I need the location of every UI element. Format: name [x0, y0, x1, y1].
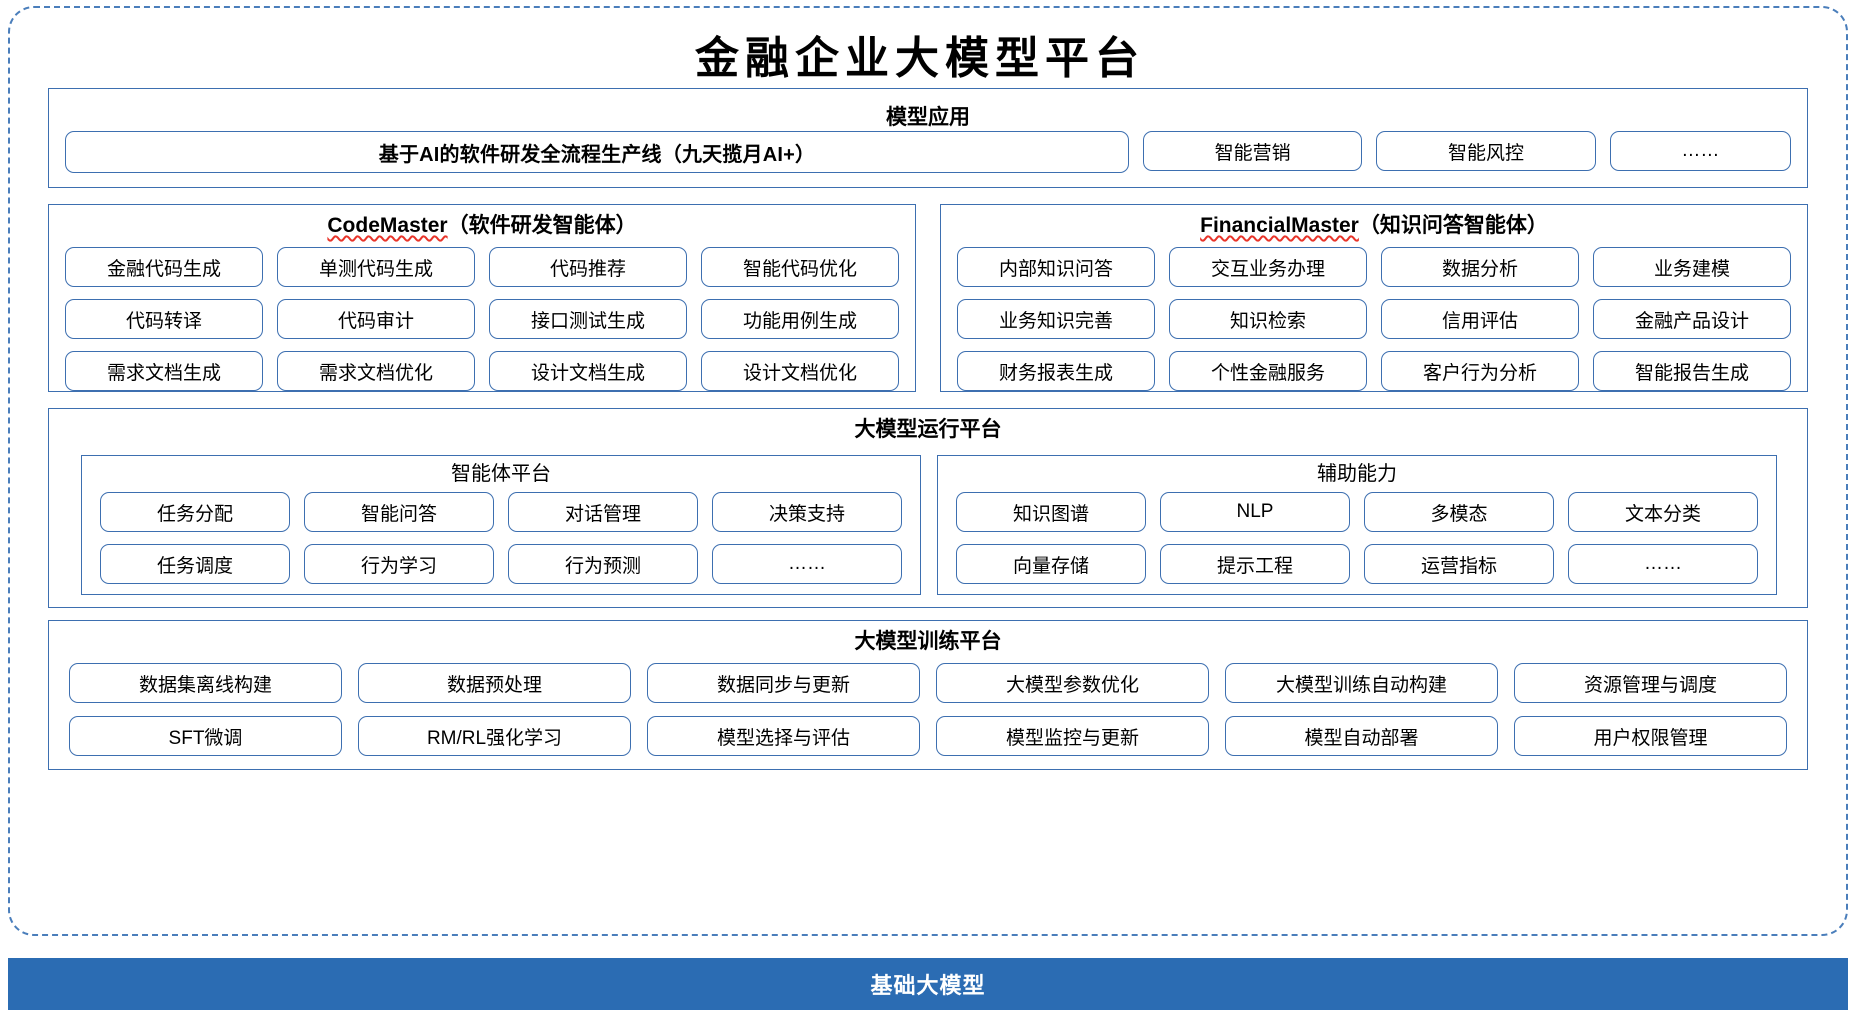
- agent-platform-subpanel: 智能体平台 任务分配 智能问答 对话管理 决策支持 任务调度 行为学习 行为预测…: [81, 455, 921, 595]
- chip-fin-personal-service[interactable]: 个性金融服务: [1169, 351, 1367, 391]
- chip-code-design-doc-opt[interactable]: 设计文档优化: [701, 351, 899, 391]
- chip-data-preprocessing[interactable]: 数据预处理: [358, 663, 631, 703]
- chip-behavior-prediction[interactable]: 行为预测: [508, 544, 698, 584]
- chip-llm-training-autobuild[interactable]: 大模型训练自动构建: [1225, 663, 1498, 703]
- chip-agent-platform-more[interactable]: ……: [712, 544, 902, 584]
- chip-resource-mgmt-schedule[interactable]: 资源管理与调度: [1514, 663, 1787, 703]
- chip-code-translate[interactable]: 代码转译: [65, 299, 263, 339]
- model-application-title: 模型应用: [886, 106, 970, 129]
- financial-master-items: 内部知识问答 交互业务办理 数据分析 业务建模 业务知识完善 知识检索 信用评估…: [957, 247, 1791, 391]
- chip-model-select-eval[interactable]: 模型选择与评估: [647, 716, 920, 756]
- chip-fin-financial-report[interactable]: 财务报表生成: [957, 351, 1155, 391]
- chip-code-req-doc-gen[interactable]: 需求文档生成: [65, 351, 263, 391]
- auxiliary-capability-items: 知识图谱 NLP 多模态 文本分类 向量存储 提示工程 运营指标 ……: [956, 492, 1758, 584]
- code-master-panel: CodeMaster（软件研发智能体） 金融代码生成 单测代码生成 代码推荐 智…: [48, 204, 916, 392]
- financial-master-panel: FinancialMaster（知识问答智能体） 内部知识问答 交互业务办理 数…: [940, 204, 1808, 392]
- code-master-name: CodeMaster: [327, 214, 448, 237]
- chip-vector-store[interactable]: 向量存储: [956, 544, 1146, 584]
- chip-smart-qa[interactable]: 智能问答: [304, 492, 494, 532]
- chip-smart-marketing[interactable]: 智能营销: [1143, 131, 1363, 171]
- code-master-items: 金融代码生成 单测代码生成 代码推荐 智能代码优化 代码转译 代码审计 接口测试…: [65, 247, 899, 391]
- chip-sft-finetune[interactable]: SFT微调: [69, 716, 342, 756]
- runtime-platform-panel: 大模型运行平台 智能体平台 任务分配 智能问答 对话管理 决策支持 任务调度 行…: [48, 408, 1808, 608]
- chip-llm-param-optimize[interactable]: 大模型参数优化: [936, 663, 1209, 703]
- chip-code-api-test-gen[interactable]: 接口测试生成: [489, 299, 687, 339]
- agent-platform-title: 智能体平台: [451, 463, 551, 485]
- training-platform-items: 数据集离线构建 数据预处理 数据同步与更新 大模型参数优化 大模型训练自动构建 …: [69, 663, 1787, 756]
- auxiliary-capability-subpanel: 辅助能力 知识图谱 NLP 多模态 文本分类 向量存储 提示工程 运营指标 ……: [937, 455, 1777, 595]
- chip-data-sync-update[interactable]: 数据同步与更新: [647, 663, 920, 703]
- chip-code-unittest-gen[interactable]: 单测代码生成: [277, 247, 475, 287]
- chip-code-audit[interactable]: 代码审计: [277, 299, 475, 339]
- chip-fin-biz-modeling[interactable]: 业务建模: [1593, 247, 1791, 287]
- chip-code-recommend[interactable]: 代码推荐: [489, 247, 687, 287]
- chip-fin-interactive-biz[interactable]: 交互业务办理: [1169, 247, 1367, 287]
- code-master-title: CodeMaster（软件研发智能体）: [49, 215, 915, 236]
- page-title: 金融企业大模型平台: [695, 33, 1145, 84]
- chip-code-req-doc-opt[interactable]: 需求文档优化: [277, 351, 475, 391]
- chip-multimodal[interactable]: 多模态: [1364, 492, 1554, 532]
- chip-model-monitor-update[interactable]: 模型监控与更新: [936, 716, 1209, 756]
- chip-fin-biz-knowledge[interactable]: 业务知识完善: [957, 299, 1155, 339]
- chip-behavior-learning[interactable]: 行为学习: [304, 544, 494, 584]
- chip-prompt-engineering[interactable]: 提示工程: [1160, 544, 1350, 584]
- chip-user-permission-mgmt[interactable]: 用户权限管理: [1514, 716, 1787, 756]
- chip-code-smart-optimize[interactable]: 智能代码优化: [701, 247, 899, 287]
- model-application-items: 基于AI的软件研发全流程生产线（九天揽月AI+） 智能营销 智能风控 ……: [65, 131, 1792, 173]
- chip-rm-rl-training[interactable]: RM/RL强化学习: [358, 716, 631, 756]
- chip-fin-product-design[interactable]: 金融产品设计: [1593, 299, 1791, 339]
- financial-master-name: FinancialMaster: [1200, 214, 1359, 237]
- chip-ai-sdlc-pipeline[interactable]: 基于AI的软件研发全流程生产线（九天揽月AI+）: [65, 131, 1129, 173]
- chip-task-allocation[interactable]: 任务分配: [100, 492, 290, 532]
- chip-decision-support[interactable]: 决策支持: [712, 492, 902, 532]
- chip-task-scheduling[interactable]: 任务调度: [100, 544, 290, 584]
- auxiliary-capability-title: 辅助能力: [1317, 463, 1397, 485]
- chip-knowledge-graph[interactable]: 知识图谱: [956, 492, 1146, 532]
- chip-code-design-doc-gen[interactable]: 设计文档生成: [489, 351, 687, 391]
- chip-code-func-case-gen[interactable]: 功能用例生成: [701, 299, 899, 339]
- financial-master-subtitle: （知识问答智能体）: [1358, 214, 1548, 237]
- chip-fin-knowledge-search[interactable]: 知识检索: [1169, 299, 1367, 339]
- chip-model-auto-deploy[interactable]: 模型自动部署: [1225, 716, 1498, 756]
- chip-auxiliary-more[interactable]: ……: [1568, 544, 1758, 584]
- chip-text-classification[interactable]: 文本分类: [1568, 492, 1758, 532]
- chip-code-fin-codegen[interactable]: 金融代码生成: [65, 247, 263, 287]
- training-platform-title: 大模型训练平台: [854, 630, 1002, 653]
- agent-platform-items: 任务分配 智能问答 对话管理 决策支持 任务调度 行为学习 行为预测 ……: [100, 492, 902, 584]
- base-model-bar: 基础大模型: [8, 958, 1848, 1010]
- base-model-label: 基础大模型: [870, 973, 986, 998]
- chip-more-applications[interactable]: ……: [1609, 131, 1792, 171]
- code-master-subtitle: （软件研发智能体）: [447, 214, 637, 237]
- chip-dialog-management[interactable]: 对话管理: [508, 492, 698, 532]
- chip-smart-risk-control[interactable]: 智能风控: [1376, 131, 1596, 171]
- chip-fin-credit-rating[interactable]: 信用评估: [1381, 299, 1579, 339]
- chip-dataset-offline-build[interactable]: 数据集离线构建: [69, 663, 342, 703]
- chip-fin-smart-report-gen[interactable]: 智能报告生成: [1593, 351, 1791, 391]
- chip-fin-data-analysis[interactable]: 数据分析: [1381, 247, 1579, 287]
- runtime-platform-title: 大模型运行平台: [854, 418, 1002, 441]
- financial-master-title: FinancialMaster（知识问答智能体）: [941, 215, 1807, 236]
- chip-fin-internal-qa[interactable]: 内部知识问答: [957, 247, 1155, 287]
- chip-fin-customer-behavior[interactable]: 客户行为分析: [1381, 351, 1579, 391]
- chip-nlp[interactable]: NLP: [1160, 492, 1350, 532]
- model-application-panel: 模型应用 基于AI的软件研发全流程生产线（九天揽月AI+） 智能营销 智能风控 …: [48, 88, 1808, 188]
- chip-operation-metrics[interactable]: 运营指标: [1364, 544, 1554, 584]
- training-platform-panel: 大模型训练平台 数据集离线构建 数据预处理 数据同步与更新 大模型参数优化 大模…: [48, 620, 1808, 770]
